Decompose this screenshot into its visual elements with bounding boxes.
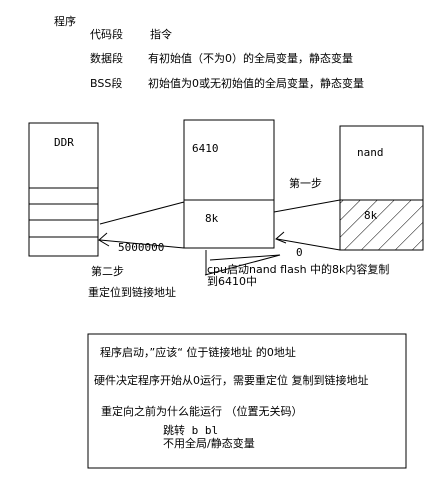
note-line-2: 硬件决定程序开始从0运行，需要重定位 复制到链接地址: [94, 374, 369, 387]
data-segment-desc: 有初始值（不为0）的全局变量，静态变量: [148, 52, 353, 65]
cpu-sram-label: 8k: [205, 212, 219, 225]
ddr-block: [28, 122, 99, 257]
cpu-block: [183, 119, 275, 249]
data-segment-label: 数据段: [90, 52, 123, 65]
notes-box: [87, 333, 407, 469]
step1-arrowhead: [275, 231, 287, 244]
intro-title: 程序: [54, 15, 76, 28]
step1-description-line2: 到6410中: [207, 275, 257, 288]
step2-arrowhead: [98, 232, 110, 247]
step2-arrow-line: [99, 201, 185, 225]
code-segment-label: 代码段: [90, 28, 123, 41]
ddr-label: DDR: [54, 136, 74, 149]
copy-wedge-line: [209, 254, 281, 261]
step2-label: 第二步: [91, 265, 124, 278]
ddr-address-label: 5000000: [118, 241, 165, 254]
nand-8k-hatched-area: [339, 199, 424, 251]
code-segment-desc: 指令: [150, 28, 172, 41]
note-line-5: 不用全局/静态变量: [163, 437, 255, 450]
step1-description-line1: cpu启动nand flash 中的8k内容复制: [207, 263, 390, 276]
cpu-label: 6410: [192, 142, 219, 155]
nand-label: nand: [357, 146, 384, 159]
note-line-3: 重定向之前为什么能运行 （位置无关码）: [101, 405, 303, 418]
step1-arrow-line: [273, 199, 341, 213]
step2-arrow-line: [99, 239, 185, 249]
note-line-1: 程序启动，”应该“ 位于链接地址 的0地址: [100, 346, 296, 359]
step2-description: 重定位到链接地址: [88, 286, 176, 299]
note-line-4: 跳转 b bl: [163, 424, 219, 437]
bss-segment-desc: 初始值为0或无初始值的全局变量，静态变量: [148, 77, 364, 90]
step1-arrow-line: [276, 238, 341, 251]
zero-address-marker: 0: [296, 246, 303, 259]
copy-wedge-line: [204, 254, 281, 276]
nand-8k-label: 8k: [364, 209, 378, 222]
bss-segment-label: BSS段: [90, 77, 123, 90]
step1-label: 第一步: [289, 177, 322, 190]
